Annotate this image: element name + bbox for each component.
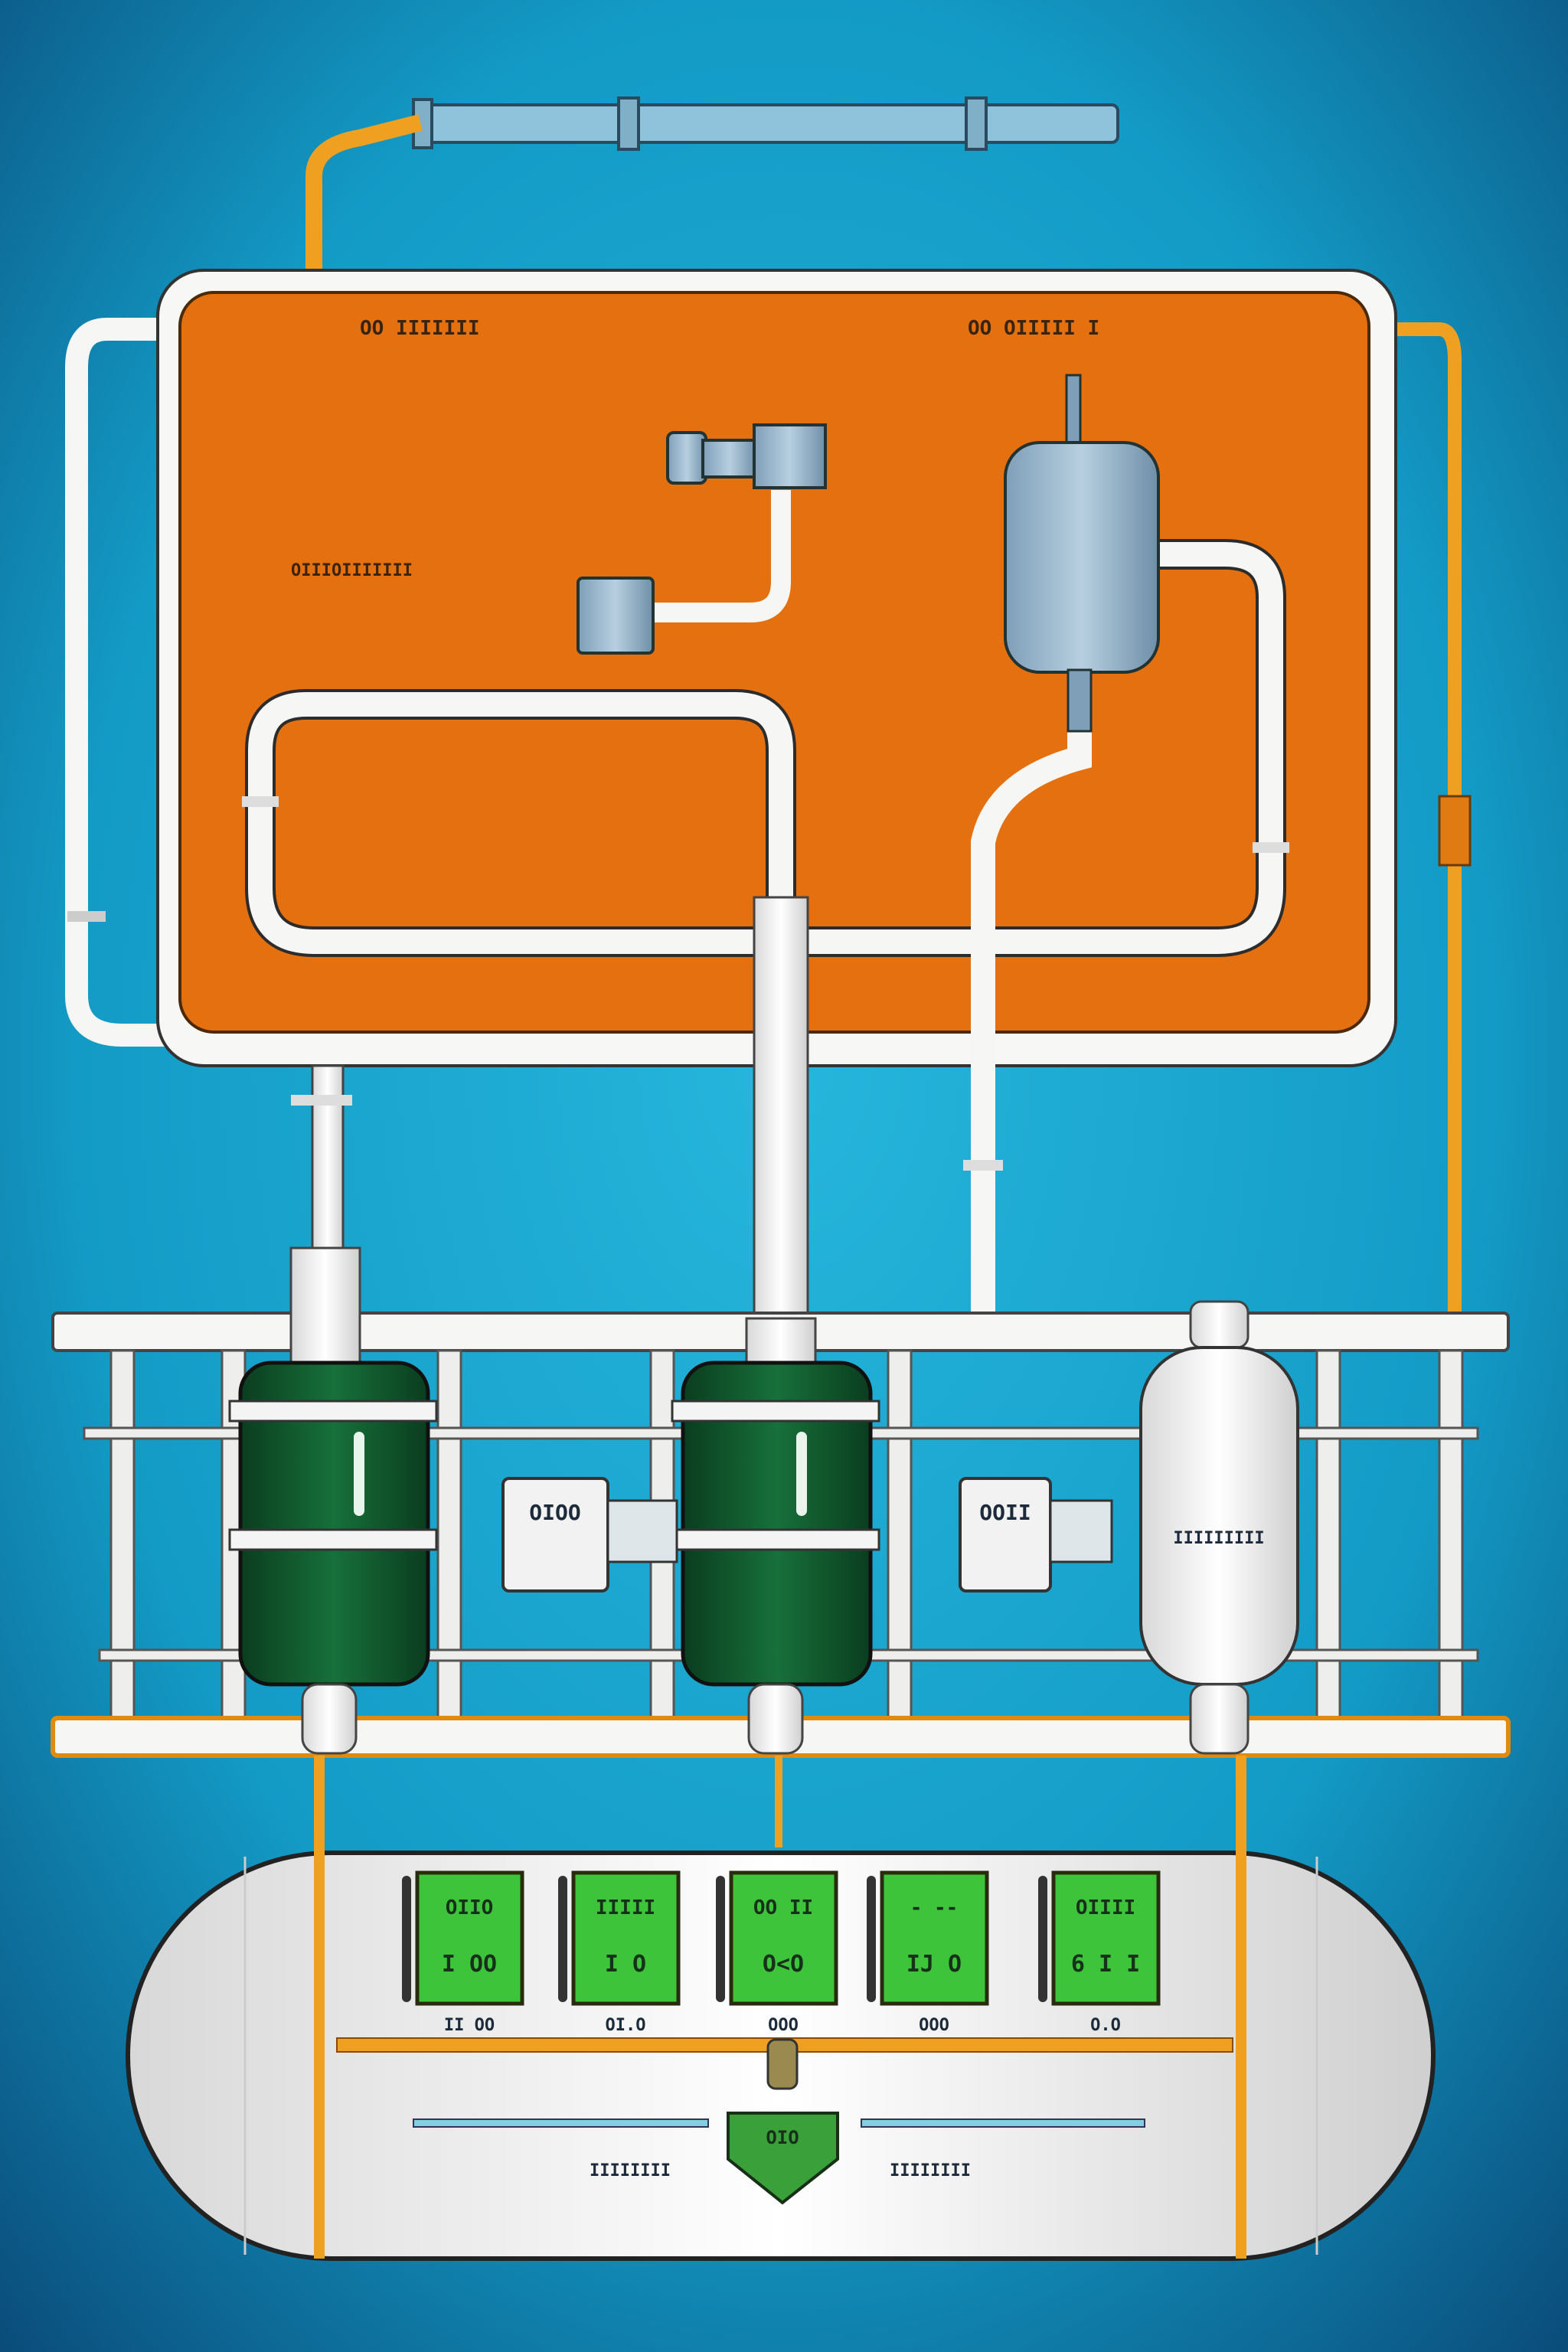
display-screen — [729, 1870, 838, 2006]
green-filter-tank-center — [671, 1317, 880, 1755]
display-screen — [571, 1870, 681, 2006]
screen-top-text: OIIO — [446, 1896, 494, 1919]
white-vessel: IIIIIIIII — [1139, 1300, 1299, 1755]
right-orange-pipe — [1396, 322, 1462, 1313]
orange-line-right — [1236, 1756, 1246, 2259]
left-loop-pipe — [65, 318, 168, 1047]
flow-meter-right-label: OOII — [979, 1500, 1031, 1525]
vessel-label: IIIIIIIII — [1173, 1529, 1264, 1548]
screen-bottom-text: 6 I I — [1071, 1951, 1140, 1978]
screen-bottom-text: IJ O — [906, 1951, 962, 1978]
screen-bottom-text: I O — [605, 1951, 646, 1978]
spray-nozzle — [666, 423, 827, 489]
downpipe-center — [753, 896, 809, 1320]
pressure-tank — [1004, 374, 1160, 733]
screen-connector — [402, 1876, 411, 2002]
flow-meter-left-label: OIOO — [529, 1500, 580, 1525]
panel-label-top-left: OO IIIIIII — [360, 317, 480, 340]
status-indicator: OIO — [727, 2112, 839, 2205]
screen-top-text: IIIII — [596, 1896, 655, 1919]
pipe-clamp — [1253, 842, 1289, 853]
screen-caption: II OO — [444, 2016, 495, 2035]
panel-label-top-right: OO OIIIII I — [968, 317, 1099, 340]
tank-label-left: IIIIIIII — [590, 2161, 671, 2180]
display-screen — [1051, 1870, 1161, 2006]
pipe-clamp — [291, 1095, 352, 1106]
screen-connector — [716, 1876, 725, 2002]
control-box — [577, 577, 655, 655]
screen-top-text: - -- — [910, 1896, 959, 1919]
flow-meter-left: OIOO — [501, 1477, 678, 1592]
tank-label-right: IIIIIIII — [890, 2161, 971, 2180]
panel-label-mid-left: OIIIOIIIIIII — [291, 561, 413, 580]
status-indicator-label: OIO — [766, 2127, 799, 2148]
pipe-clamp — [67, 911, 106, 922]
display-screen — [880, 1870, 989, 2006]
screen-connector — [1038, 1876, 1047, 2002]
top-supply-pipe — [305, 96, 1119, 270]
tank-outlet-pipe — [971, 727, 1092, 1313]
pipe-clamp — [242, 796, 279, 807]
screen-bottom-text: I OO — [442, 1951, 497, 1978]
pipe-clamp — [963, 1160, 1003, 1171]
screen-caption: OI.O — [606, 2016, 646, 2035]
screen-caption: OOO — [919, 2016, 949, 2035]
level-gauge-left — [413, 2118, 709, 2128]
orange-line-left — [314, 1756, 325, 2259]
display-screen — [415, 1870, 524, 2006]
level-gauge-right — [861, 2118, 1145, 2128]
screen-bottom-text: O<O — [763, 1951, 804, 1978]
screen-caption: O.O — [1090, 2016, 1121, 2035]
screen-connector — [558, 1876, 567, 2002]
screen-top-text: OIIII — [1076, 1896, 1135, 1919]
center-valve — [766, 2038, 799, 2090]
center-connector — [775, 1756, 782, 1847]
nozzle-feed-pipe — [651, 490, 791, 622]
flow-meter-right: OOII — [959, 1477, 1113, 1592]
screen-connector — [867, 1876, 876, 2002]
screen-top-text: OO II — [753, 1896, 813, 1919]
screen-caption: OOO — [768, 2016, 799, 2035]
green-filter-tank-left — [228, 1246, 438, 1755]
orange-pipe-coupling — [1438, 795, 1472, 867]
